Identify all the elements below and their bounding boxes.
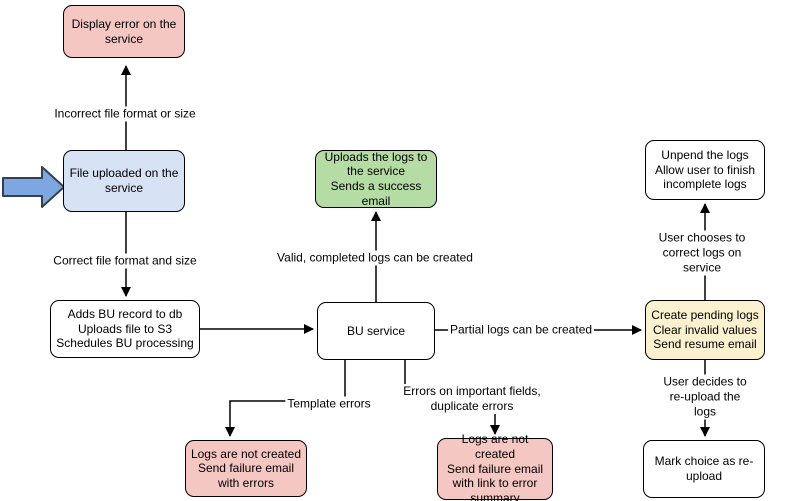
edge-label-correct-file: Correct file format and size (51, 253, 199, 269)
edge-label-user-decides: User decides to re-upload the logs (657, 374, 753, 420)
node-logs-not-created-summary: Logs are not created Send failure email … (437, 432, 553, 501)
edge-label-important-fields: Errors on important fields, duplicate er… (401, 384, 543, 414)
edge-label-valid-logs: Valid, completed logs can be created (275, 250, 475, 266)
edge-label-partial-logs: Partial logs can be created (447, 322, 595, 338)
node-display-error: Display error on the service (63, 5, 185, 58)
node-mark-choice-reupload: Mark choice as re- upload (643, 440, 765, 498)
edge-label-user-chooses: User chooses to correct logs on service (652, 230, 752, 276)
node-file-uploaded: File uploaded on the service (63, 150, 185, 212)
node-create-pending-logs: Create pending logs Clear invalid values… (645, 300, 765, 360)
node-unpend-logs: Unpend the logs Allow user to finish inc… (645, 140, 765, 200)
node-logs-not-created-errors: Logs are not created Send failure email … (185, 440, 307, 497)
node-bu-service: BU service (317, 302, 435, 360)
edge-label-template-errors: Template errors (285, 396, 373, 412)
node-uploads-logs-success: Uploads the logs to the service Sends a … (315, 150, 437, 208)
node-adds-bu-record: Adds BU record to db Uploads file to S3 … (50, 300, 200, 358)
edge-label-incorrect-file: Incorrect file format or size (52, 106, 198, 122)
input-pointer-arrow (2, 166, 65, 208)
